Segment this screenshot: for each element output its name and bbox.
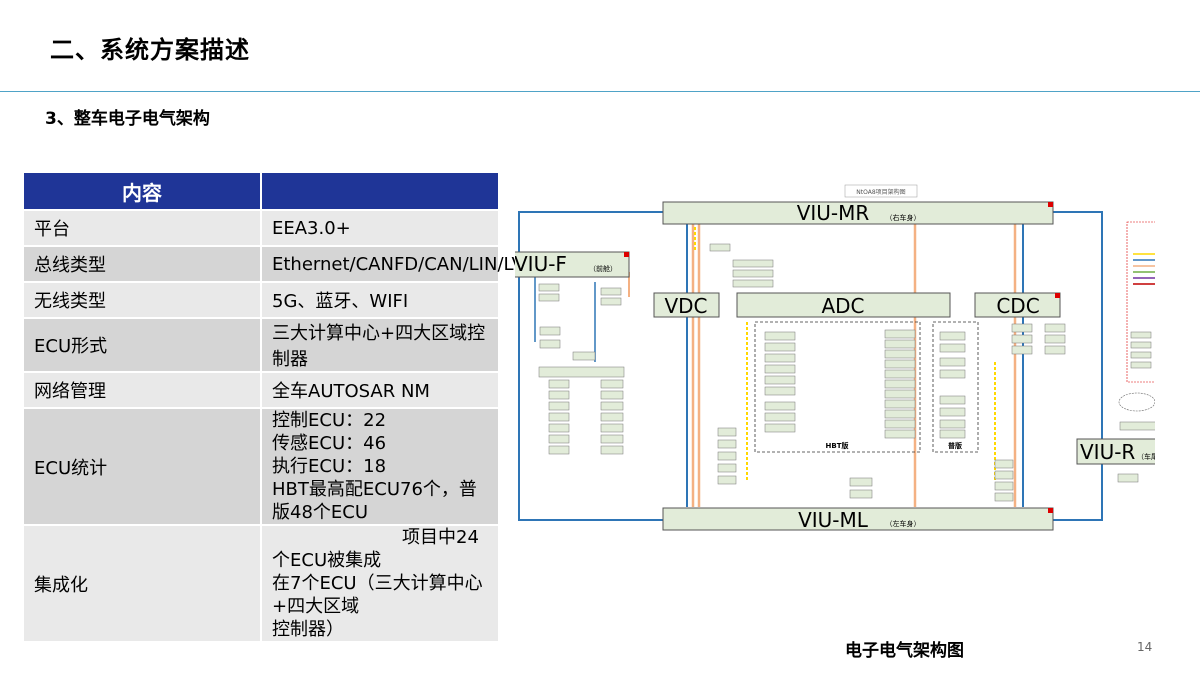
cdc-label: CDC bbox=[996, 294, 1039, 318]
adc-box bbox=[736, 292, 951, 318]
cdc-box bbox=[974, 292, 1061, 318]
viu-ml-label: VIU-ML bbox=[798, 508, 869, 532]
table-row-integration: 集成化 项目中24个ECU被集成 在7个ECU（三大计算中心+四大区域 控制器） bbox=[24, 524, 498, 641]
ecu-stat-line: 控制ECU：22 bbox=[272, 410, 387, 431]
diagram-caption: 电子电气架构图 bbox=[845, 641, 964, 661]
title-divider bbox=[0, 91, 1200, 92]
table-header-content: 内容 bbox=[24, 173, 261, 210]
ecu-stat-line: 执行ECU：18 bbox=[272, 456, 387, 477]
integration-line: 项目中24个ECU被集成 bbox=[272, 527, 479, 571]
viu-f-label: VIU-F bbox=[515, 252, 567, 276]
legend-swatches bbox=[1130, 331, 1152, 369]
status-marker bbox=[1055, 293, 1060, 298]
diagram-top-label-box bbox=[844, 184, 918, 198]
spec-table: 内容 平台 EEA3.0+ 总线类型 Ethernet/CANFD/CAN/LI… bbox=[24, 173, 549, 641]
hbt-label: HBT版 bbox=[826, 441, 849, 450]
row-label: ECU形式 bbox=[24, 317, 262, 372]
table-row-platform: 平台 EEA3.0+ bbox=[24, 209, 498, 246]
integration-line: 控制器） bbox=[272, 619, 344, 640]
table-row-ecu-form: ECU形式 三大计算中心+四大区域控制器 bbox=[24, 317, 498, 372]
row-value: 控制ECU：22 传感ECU：46 执行ECU：18 HBT最高配ECU76个，… bbox=[261, 407, 498, 525]
page-number: 14 bbox=[1137, 640, 1153, 654]
page-title: 二、系统方案描述 bbox=[50, 36, 250, 64]
viu-ml-box bbox=[662, 507, 1054, 531]
viu-r-label: VIU-R bbox=[1080, 440, 1135, 464]
viu-mr-label: VIU-MR bbox=[797, 201, 870, 225]
ecu-stat-line: 传感ECU：46 bbox=[272, 433, 387, 454]
table-row-bus: 总线类型 Ethernet/CANFD/CAN/LIN/LVDS bbox=[24, 245, 549, 282]
architecture-diagram: NtOA8项目架构图 VIU-MR （右车身） VIU-ML （左车身） VIU… bbox=[515, 184, 1155, 532]
row-label: 无线类型 bbox=[24, 281, 262, 318]
row-label: 总线类型 bbox=[24, 245, 262, 282]
section-title: 3、整车电子电气架构 bbox=[45, 109, 210, 129]
table-row-ecu-stats: ECU统计 控制ECU：22 传感ECU：46 执行ECU：18 HBT最高配E… bbox=[24, 407, 498, 525]
row-value: 三大计算中心+四大区域控制器 bbox=[261, 317, 498, 372]
viu-r-sublabel: （车尾） bbox=[1137, 452, 1155, 461]
diagram-top-label: NtOA8项目架构图 bbox=[856, 188, 905, 196]
cloud-icon bbox=[1118, 392, 1155, 412]
table-header-row: 内容 bbox=[24, 173, 498, 210]
row-value: EEA3.0+ bbox=[261, 209, 498, 246]
vdc-box bbox=[653, 292, 720, 318]
table-header-value bbox=[260, 173, 498, 210]
vdc-label: VDC bbox=[664, 294, 707, 318]
status-marker bbox=[1048, 508, 1053, 513]
ecu-stat-line: HBT最高配ECU76个，普版48个ECU bbox=[272, 479, 477, 523]
ecu-box-group bbox=[538, 243, 1155, 502]
row-value: 项目中24个ECU被集成 在7个ECU（三大计算中心+四大区域 控制器） bbox=[261, 524, 498, 641]
viu-f-box bbox=[515, 251, 630, 278]
status-marker bbox=[1048, 202, 1053, 207]
hbt-region bbox=[754, 321, 921, 453]
viu-r-box bbox=[1076, 438, 1155, 465]
integration-line: 在7个ECU（三大计算中心+四大区域 bbox=[272, 573, 483, 617]
std-region bbox=[932, 321, 979, 453]
status-marker bbox=[624, 252, 629, 257]
row-label: ECU统计 bbox=[24, 407, 262, 525]
viu-mr-box bbox=[662, 201, 1054, 225]
row-value: Ethernet/CANFD/CAN/LIN/LVDS bbox=[261, 245, 549, 282]
row-label: 平台 bbox=[24, 209, 262, 246]
row-label: 网络管理 bbox=[24, 371, 262, 408]
row-value: 5G、蓝牙、WIFI bbox=[261, 281, 498, 318]
row-value: 全车AUTOSAR NM bbox=[261, 371, 498, 408]
viu-ml-sublabel: （左车身） bbox=[886, 519, 921, 528]
viu-f-sublabel: （前舱） bbox=[589, 264, 617, 273]
table-row-network: 网络管理 全车AUTOSAR NM bbox=[24, 371, 498, 408]
table-row-wireless: 无线类型 5G、蓝牙、WIFI bbox=[24, 281, 498, 318]
legend-lines bbox=[1133, 253, 1155, 285]
std-label: 普版 bbox=[948, 441, 962, 450]
row-label: 集成化 bbox=[24, 524, 262, 641]
viu-mr-sublabel: （右车身） bbox=[886, 213, 921, 222]
adc-label: ADC bbox=[821, 294, 864, 318]
